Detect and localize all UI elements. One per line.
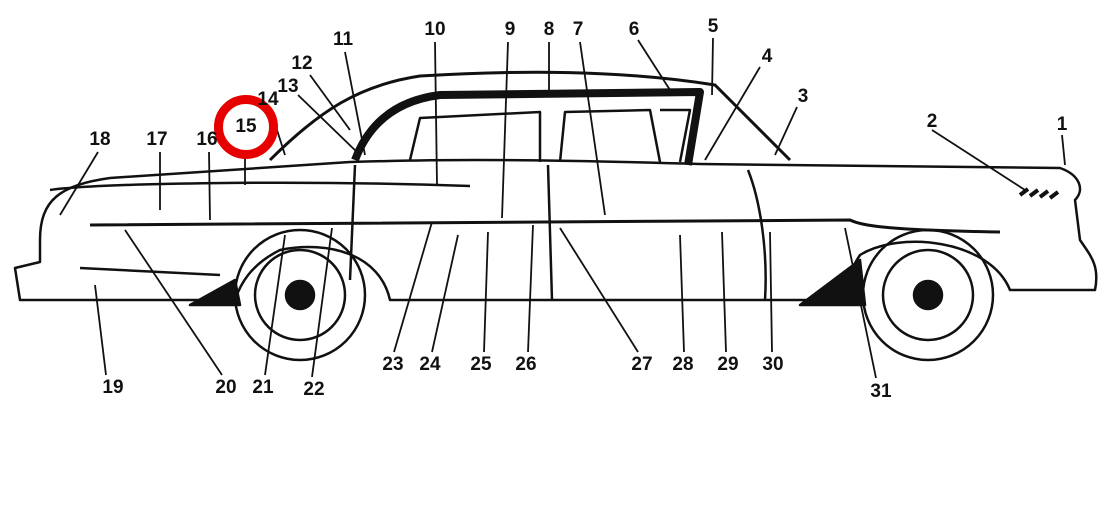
callout-label: 30	[762, 354, 784, 375]
callout-label: 10	[424, 19, 446, 40]
upper-molding	[49, 181, 471, 192]
callout-label: 25	[470, 354, 492, 375]
rear-molding	[79, 266, 221, 277]
callout-label: 4	[761, 46, 773, 67]
callout-label: 6	[628, 19, 640, 40]
window-frame	[351, 88, 704, 166]
callout-label-15: 15	[235, 116, 257, 137]
callout-label: 14	[257, 89, 279, 110]
roof-outline	[268, 70, 792, 162]
callout-label: 29	[717, 354, 739, 375]
wheel-shadows	[188, 258, 867, 307]
fin-marks	[1018, 187, 1060, 200]
car-body-outline	[13, 158, 1098, 302]
callout-label: 27	[631, 354, 653, 375]
callout-label: 2	[926, 111, 938, 132]
callout-label: 12	[291, 53, 313, 74]
callout-label: 5	[707, 16, 719, 37]
callout-label: 16	[196, 129, 218, 150]
callout-label: 9	[504, 19, 516, 40]
highlighted-callout-15: 15	[214, 95, 278, 159]
callout-label: 7	[572, 19, 584, 40]
callout-label: 24	[419, 354, 441, 375]
callout-label: 31	[870, 381, 892, 402]
callout-label: 18	[89, 129, 111, 150]
callout-label: 8	[543, 19, 555, 40]
callout-label: 20	[215, 377, 237, 398]
side-molding	[89, 218, 1001, 234]
rear-window	[408, 110, 542, 162]
callout-label: 28	[672, 354, 694, 375]
callout-label: 1	[1056, 114, 1068, 135]
callout-label: 17	[146, 129, 168, 150]
callout-label: 26	[515, 354, 537, 375]
callout-label: 22	[303, 379, 325, 400]
callout-label: 23	[382, 354, 404, 375]
callout-label: 19	[102, 377, 124, 398]
callout-label: 13	[277, 76, 299, 97]
vent-window	[660, 108, 692, 163]
callout-label: 3	[797, 86, 809, 107]
callout-label: 11	[332, 29, 354, 50]
front-window	[558, 108, 662, 163]
callout-label: 21	[252, 377, 274, 398]
leader-lines	[59, 37, 1066, 379]
